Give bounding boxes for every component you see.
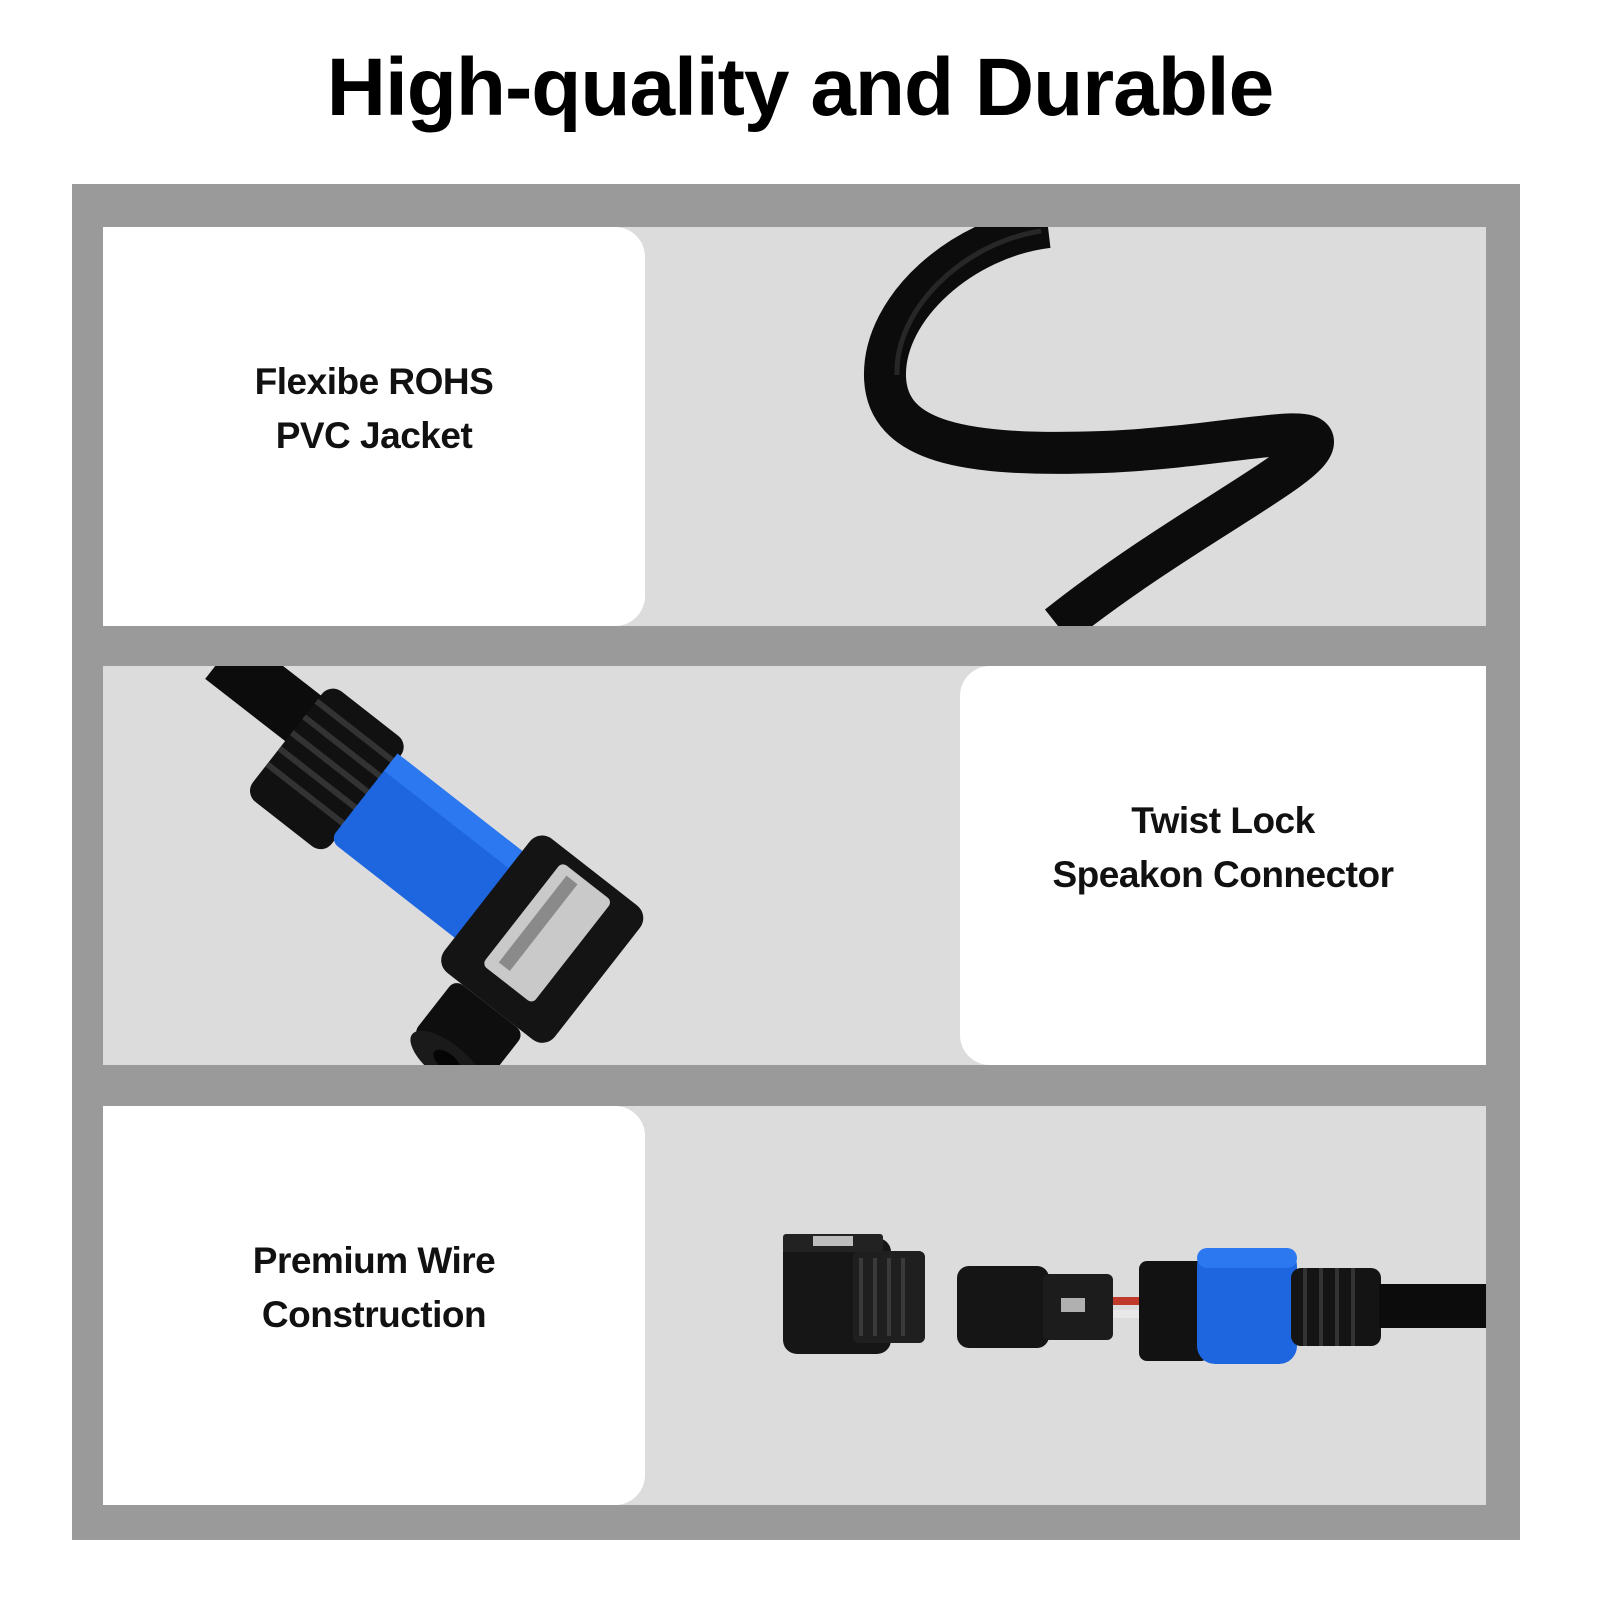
feature-caption-line: Speakon Connector [1052, 853, 1395, 895]
feature-card: Twist Lock Speakon Connector [960, 666, 1486, 1065]
disassembled-connector-image [783, 1234, 1486, 1364]
speakon-connector-image [205, 666, 644, 1065]
feature-caption-line: Flexibe ROHS [254, 360, 494, 402]
page-title: High-quality and Durable [326, 42, 1274, 133]
feature-caption: Flexibe ROHS PVC Jacket [255, 355, 494, 463]
feature-caption-line: Construction [261, 1293, 487, 1335]
feature-panel-connector: Twist Lock Speakon Connector [103, 666, 1486, 1065]
feature-card: Flexibe ROHS PVC Jacket [103, 227, 645, 626]
feature-caption-line: PVC Jacket [275, 414, 473, 456]
feature-panel-jacket: Flexibe ROHS PVC Jacket [103, 227, 1486, 626]
feature-caption-line: Twist Lock [1131, 799, 1315, 841]
feature-caption: Premium Wire Construction [252, 1234, 496, 1342]
feature-caption: Twist Lock Speakon Connector [1052, 794, 1395, 902]
feature-panel-wire: Premium Wire Construction [103, 1106, 1486, 1505]
feature-frame: Flexibe ROHS PVC Jacket [72, 184, 1520, 1540]
feature-caption-line: Premium Wire [252, 1239, 496, 1281]
feature-card: Premium Wire Construction [103, 1106, 645, 1505]
coiled-cable-image [864, 227, 1335, 626]
